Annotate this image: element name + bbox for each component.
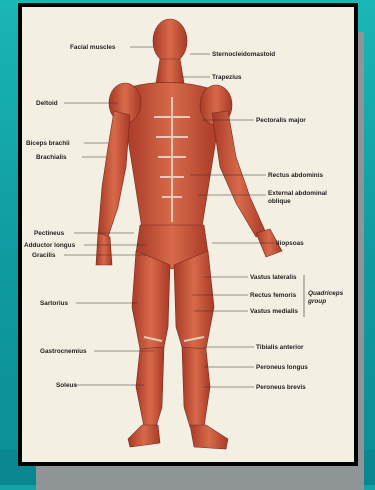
right-foot	[190, 425, 228, 449]
label-rectus-abdominis: Rectus abdominis	[268, 172, 323, 179]
left-foot	[128, 425, 160, 447]
muscle-figure	[22, 7, 354, 462]
label-gastrocnemius: Gastrocnemius	[40, 348, 87, 355]
label-quadriceps-line2: group	[308, 298, 326, 305]
image-frame: Facial muscles Deltoid Biceps brachii Br…	[18, 3, 358, 466]
label-rectus-femoris: Rectus femoris	[250, 292, 296, 299]
label-trapezius: Trapezius	[212, 74, 241, 81]
label-vastus-lateralis: Vastus lateralis	[250, 274, 297, 281]
left-arm	[98, 111, 130, 237]
label-tibialis-anterior: Tibialis anterior	[256, 344, 303, 351]
label-sartorius: Sartorius	[40, 300, 68, 307]
label-gracilis: Gracilis	[32, 252, 55, 259]
right-thigh	[174, 251, 214, 349]
head	[153, 19, 187, 63]
anatomy-diagram: Facial muscles Deltoid Biceps brachii Br…	[22, 7, 354, 462]
label-quadriceps-line1: Quadriceps	[308, 290, 343, 297]
label-vastus-medialis: Vastus medialis	[250, 308, 298, 315]
label-peroneus-brevis: Peroneus brevis	[256, 384, 306, 391]
left-hand	[96, 233, 112, 265]
label-deltoid: Deltoid	[36, 100, 58, 107]
label-pectineus: Pectineus	[34, 230, 64, 237]
label-sternocleidomastoid: Sternocleidomastoid	[212, 51, 275, 58]
label-pectoralis-major: Pectoralis major	[256, 117, 306, 124]
label-facial-muscles: Facial muscles	[70, 44, 115, 51]
left-shin	[136, 347, 164, 427]
label-iliopsoas: Iliopsoas	[276, 240, 304, 247]
right-arm	[212, 111, 266, 237]
left-thigh	[132, 251, 170, 349]
label-external-oblique-line1: External abdominal	[268, 190, 327, 197]
label-soleus: Soleus	[56, 382, 77, 389]
label-external-oblique-line2: oblique	[268, 198, 291, 205]
label-brachialis: Brachialis	[36, 154, 67, 161]
label-adductor-longus: Adductor longus	[24, 242, 75, 249]
neck	[156, 59, 184, 83]
label-peroneus-longus: Peroneus longus	[256, 364, 308, 371]
label-biceps-brachii: Biceps brachii	[26, 140, 70, 147]
